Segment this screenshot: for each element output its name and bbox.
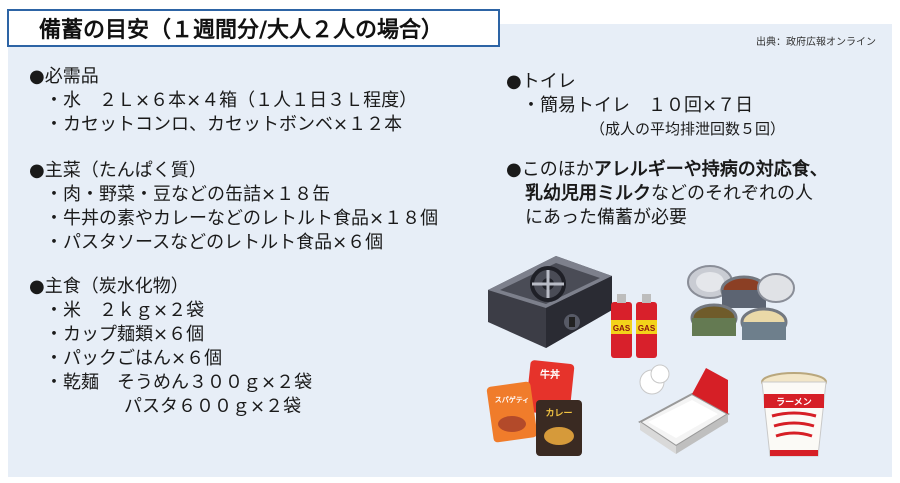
list-item: ・パスタソースなどのレトルト食品×６個 [45,232,384,253]
gas-label: GAS [613,324,631,333]
toilet-heading: ●トイレ [506,71,576,92]
other-bold-2: 乳幼児用ミルク [525,183,651,204]
list-item: ・簡易トイレ １０回×７日 [522,95,754,116]
packed-rice-icon [638,364,730,454]
other-line-1: ●このほかアレルギーや持病の対応食、 [506,158,828,182]
pouch-label: カレー [545,408,572,419]
list-item: ・カップ麺類×６個 [45,324,205,345]
retort-pouch-icon: 牛丼 スパゲティ カレー [486,360,582,456]
list-item: ・水 ２Ｌ×６本×４箱（１人１日３Ｌ程度） [45,90,418,111]
cup-noodle-icon: ラーメン [761,372,827,457]
main-dishes-heading: ●主菜（たんぱく質） [29,160,207,181]
gas-canister-icon: GAS GAS [611,294,657,358]
list-item: ・パックごはん×６個 [45,348,223,369]
necessities-heading: ●必需品 [29,66,99,87]
list-item: ・肉・野菜・豆などの缶詰×１８缶 [45,184,331,205]
content-panel [8,24,892,477]
other-bold-1: アレルギーや持病の対応食、 [593,159,828,180]
list-item: ・米 ２ｋｇ×２袋 [45,300,205,321]
canned-food-icon [687,265,795,340]
left-column: ●必需品 ・水 ２Ｌ×６本×４箱（１人１日３Ｌ程度） ・カセットコンロ、カセット… [29,65,438,419]
other-prefix: ●このほか [506,159,594,180]
other-line-3: にあった備蓄が必要 [525,207,687,228]
staples-heading: ●主食（炭水化物） [29,276,189,297]
source-credit: 出典：政府広報オンライン [756,37,876,48]
other-suffix: などのそれぞれの人 [651,183,813,204]
list-item: ・乾麺 そうめん３００ｇ×２袋 [45,372,313,393]
pouch-label: スパゲティ [495,395,530,404]
toilet-note: （成人の平均排泄回数５回） [590,120,786,138]
gas-label: GAS [638,324,656,333]
title-text: 備蓄の目安（１週間分/大人２人の場合） [39,18,444,43]
other-line-2: 乳幼児用ミルクなどのそれぞれの人 [506,182,828,206]
cup-label: ラーメン [776,397,812,408]
list-item: ・牛丼の素やカレーなどのレトルト食品×１８個 [45,208,439,229]
list-item: ・カセットコンロ、カセットボンベ×１２本 [45,114,403,135]
gas-stove-icon [488,256,612,348]
page-title: 備蓄の目安（１週間分/大人２人の場合） [7,9,500,47]
right-column: ●トイレ ・簡易トイレ １０回×７日 （成人の平均排泄回数５回） ●このほかアレ… [506,70,828,230]
pouch-label: 牛丼 [540,368,560,381]
list-item: パスタ６００ｇ×２袋 [124,396,302,417]
